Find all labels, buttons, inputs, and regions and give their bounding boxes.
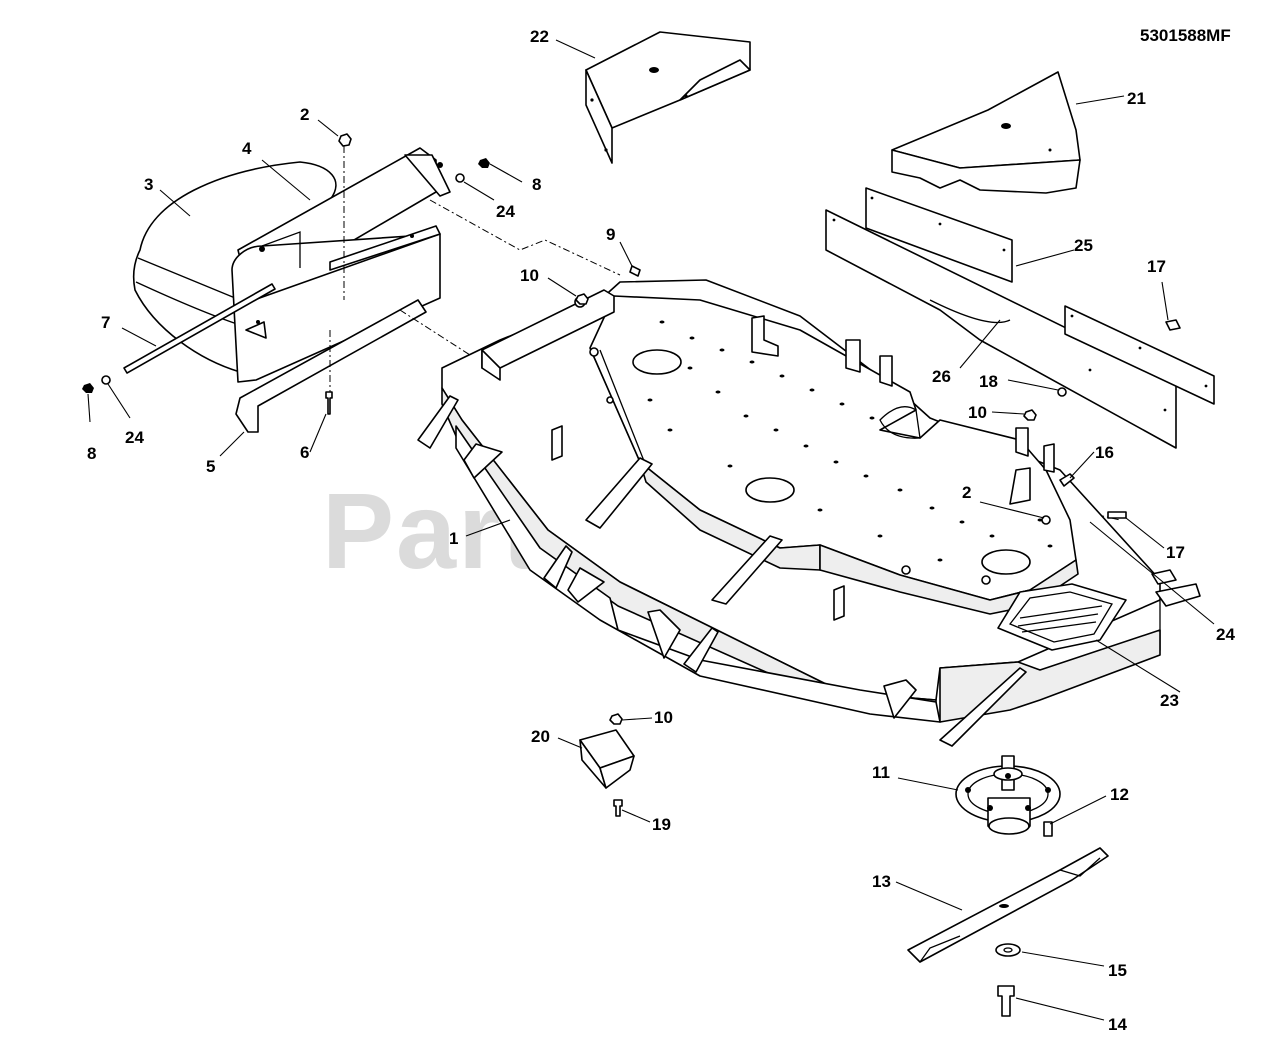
- part-13-blade[interactable]: [907, 847, 1109, 963]
- part-23-step-pad[interactable]: [997, 583, 1127, 651]
- part-25-lower-strip[interactable]: [1064, 305, 1215, 405]
- callout-20: 20: [531, 727, 550, 746]
- callout-12: 12: [1110, 785, 1129, 804]
- part-2-nut-top[interactable]: [338, 133, 352, 147]
- callout-17-top: 17: [1147, 257, 1166, 276]
- part-12-grease-fitting[interactable]: [1043, 821, 1053, 837]
- part-14-bolt[interactable]: [997, 985, 1015, 1017]
- callout-13: 13: [872, 872, 891, 891]
- part-10-nut-right[interactable]: [1023, 409, 1037, 421]
- part-15-washer[interactable]: [995, 943, 1021, 957]
- part-4-bracket[interactable]: [231, 147, 451, 383]
- callout-2-right: 2: [962, 483, 971, 502]
- callout-18: 18: [979, 372, 998, 391]
- callout-15: 15: [1108, 961, 1127, 980]
- callout-9: 9: [606, 225, 615, 244]
- part-6-bolt[interactable]: [325, 391, 333, 415]
- callout-24-right-lower: 24: [1216, 625, 1235, 644]
- callout-24-right: 24: [496, 202, 515, 221]
- part-8-nut-right[interactable]: [478, 158, 490, 168]
- part-24-washer-right[interactable]: [455, 173, 465, 183]
- callout-22: 22: [530, 27, 549, 46]
- diagram-reference-code: 5301588MF: [1140, 26, 1231, 45]
- callout-1: 1: [449, 529, 458, 548]
- part-19-bolt[interactable]: [613, 799, 623, 817]
- callout-10-right: 10: [968, 403, 987, 422]
- part-1-mower-deck[interactable]: [417, 279, 1201, 747]
- part-22-baffle[interactable]: [585, 31, 751, 164]
- callout-23: 23: [1160, 691, 1179, 710]
- part-11-spindle[interactable]: [955, 755, 1061, 835]
- part-9-bolt[interactable]: [629, 265, 641, 277]
- leader-lines: [87, 39, 1215, 1021]
- callout-10-top: 10: [520, 266, 539, 285]
- part-10-nut-left[interactable]: [575, 293, 589, 305]
- callout-3: 3: [144, 175, 153, 194]
- callout-2-top: 2: [300, 105, 309, 124]
- part-8-nut-left[interactable]: [82, 383, 94, 393]
- callout-16: 16: [1095, 443, 1114, 462]
- part-5-lower-bracket[interactable]: [235, 299, 427, 433]
- callout-4: 4: [242, 139, 252, 158]
- callout-5: 5: [206, 457, 215, 476]
- callout-24-left: 24: [125, 428, 144, 447]
- callout-10-bracket: 10: [654, 708, 673, 727]
- callout-labels: 22 21 2 4 3 8 24 9 10 25 17 7 26 18 10 8…: [87, 27, 1235, 1034]
- part-21-baffle[interactable]: [891, 71, 1081, 194]
- callout-8-left: 8: [87, 444, 96, 463]
- deck-holes: [647, 320, 1053, 562]
- callout-7: 7: [101, 313, 110, 332]
- part-17-bolt-lower[interactable]: [1107, 511, 1127, 519]
- callout-26: 26: [932, 367, 951, 386]
- part-18-washer[interactable]: [1057, 387, 1067, 397]
- callout-21: 21: [1127, 89, 1146, 108]
- part-24-washer-left[interactable]: [101, 375, 111, 385]
- callout-17-right: 17: [1166, 543, 1185, 562]
- part-20-bracket[interactable]: [579, 729, 635, 789]
- part-10-nut-bracket[interactable]: [609, 713, 623, 725]
- part-25-upper-strip[interactable]: [865, 187, 1013, 283]
- callout-6: 6: [300, 443, 309, 462]
- callout-19: 19: [652, 815, 671, 834]
- callout-11: 11: [872, 763, 890, 782]
- part-17-bolt-upper[interactable]: [1165, 319, 1181, 331]
- part-7-rod[interactable]: [123, 283, 276, 374]
- callout-14: 14: [1108, 1015, 1127, 1034]
- callout-8-right: 8: [532, 175, 541, 194]
- callout-25: 25: [1074, 236, 1093, 255]
